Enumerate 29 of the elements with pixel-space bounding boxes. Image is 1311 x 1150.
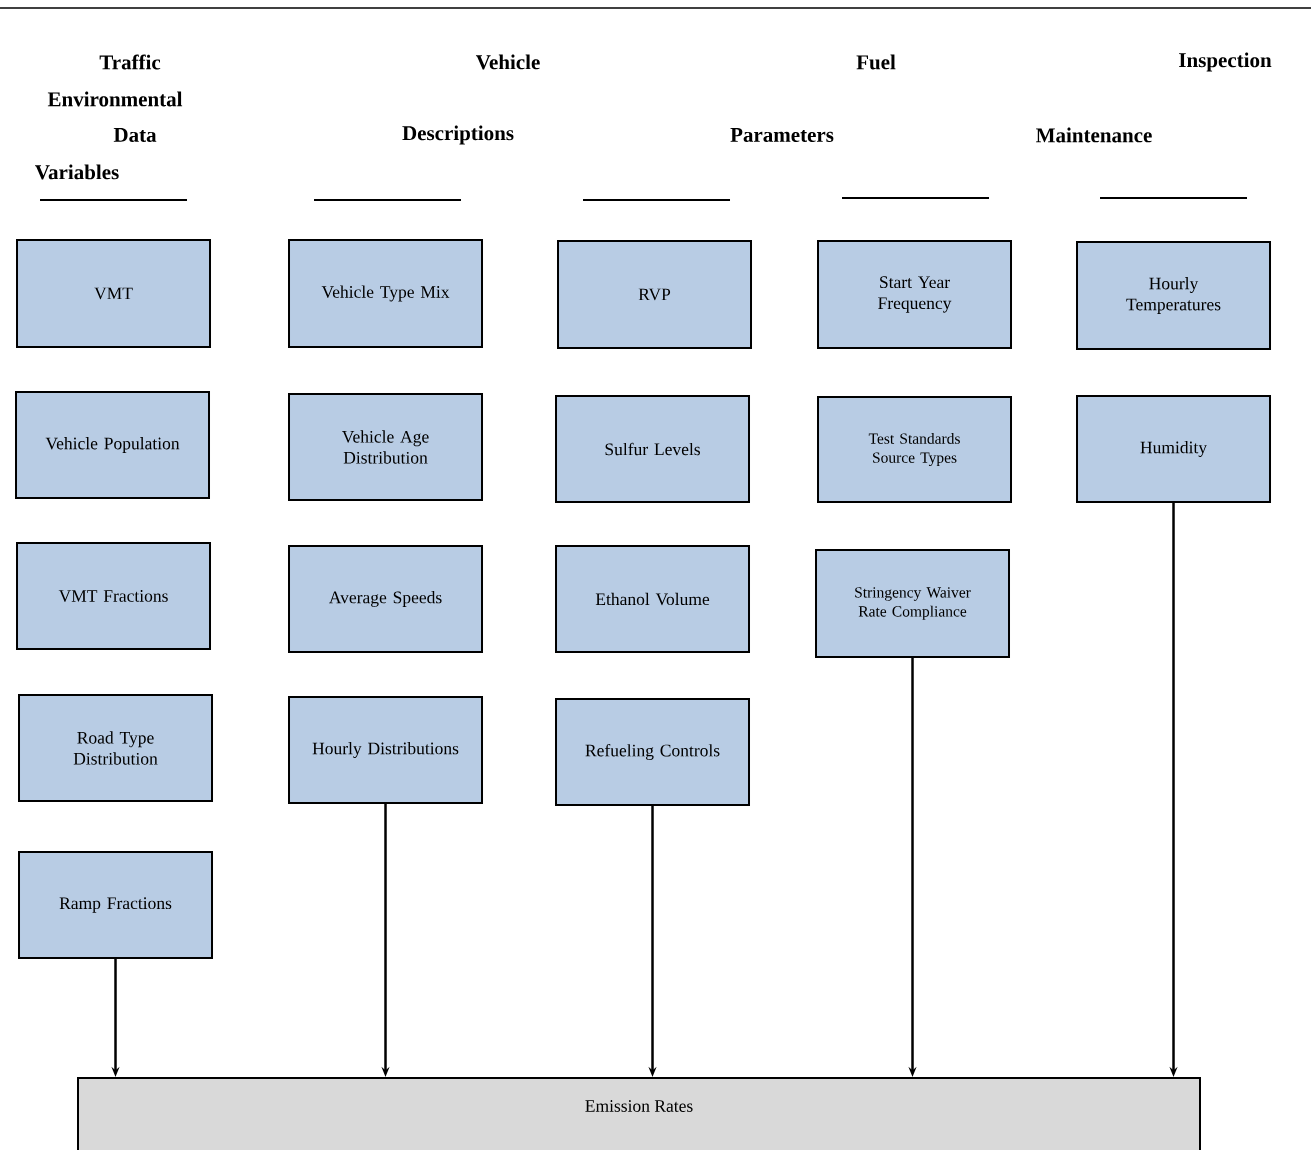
column-heading: Environmental bbox=[47, 91, 183, 107]
column-heading: Parameters bbox=[730, 128, 834, 142]
column-heading: Maintenance bbox=[1036, 127, 1152, 143]
column-heading: Descriptions bbox=[402, 125, 514, 145]
input-box: Vehicle Type Mix bbox=[288, 239, 483, 348]
column-heading: Variables bbox=[35, 164, 119, 180]
input-box: Start Year Frequency bbox=[817, 240, 1012, 349]
input-box: Sulfur Levels bbox=[555, 395, 750, 503]
input-box: Vehicle Age Distribution bbox=[288, 393, 483, 501]
input-box: Ethanol Volume bbox=[555, 545, 750, 653]
column-heading: Traffic bbox=[99, 54, 161, 70]
input-box: Test Standards Source Types bbox=[817, 396, 1012, 503]
column-heading: Inspection bbox=[1179, 52, 1272, 72]
input-box: Average Speeds bbox=[288, 545, 483, 653]
input-box: Hourly Temperatures bbox=[1076, 241, 1271, 350]
column-heading: Data bbox=[113, 128, 157, 142]
input-box: Ramp Fractions bbox=[18, 851, 213, 959]
column-heading: Vehicle bbox=[475, 54, 540, 70]
input-box: Humidity bbox=[1076, 395, 1271, 503]
column-heading: Fuel bbox=[856, 54, 896, 70]
input-box: Vehicle Population bbox=[15, 391, 210, 499]
input-box: RVP bbox=[557, 240, 752, 349]
input-box: Hourly Distributions bbox=[288, 696, 483, 804]
input-box: VMT bbox=[16, 239, 211, 348]
input-box: Refueling Controls bbox=[555, 698, 750, 806]
input-box: Road Type Distribution bbox=[18, 694, 213, 802]
output-box: Emission Rates bbox=[77, 1077, 1201, 1150]
input-box: Stringency Waiver Rate Compliance bbox=[815, 549, 1010, 658]
input-box: VMT Fractions bbox=[16, 542, 211, 650]
